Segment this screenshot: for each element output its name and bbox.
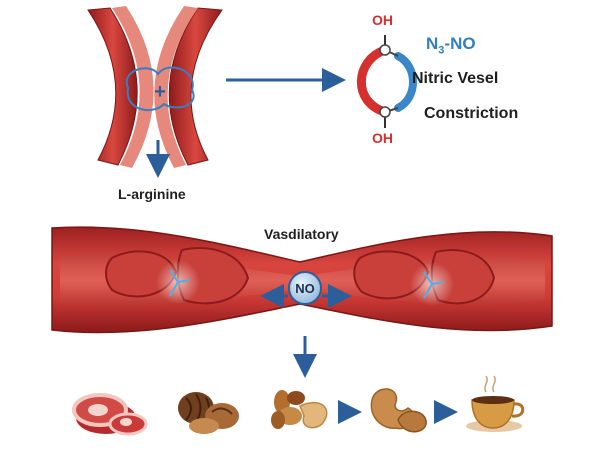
coffee-cup-icon bbox=[466, 375, 525, 432]
nitric-oxide-molecule-icon bbox=[356, 35, 417, 128]
molecule-title-line2: Constriction bbox=[424, 105, 519, 122]
formula-n: N bbox=[426, 34, 439, 53]
formula-subscript: 3 bbox=[438, 44, 445, 57]
oh-bottom-label: OH bbox=[372, 130, 393, 146]
mixed-nuts-icon bbox=[271, 390, 328, 429]
formula-no: -NO bbox=[444, 34, 476, 53]
plus-symbol: + bbox=[154, 81, 166, 103]
vasodilatory-label: Vasdilatory bbox=[264, 226, 339, 242]
vessel-cross-section bbox=[87, 6, 223, 168]
walnut-icon bbox=[178, 392, 239, 434]
l-arginine-label: L-arginine bbox=[118, 186, 186, 202]
cashew-icon bbox=[370, 388, 427, 433]
no-formula: N3-NO bbox=[426, 34, 476, 56]
no-badge-text: NO bbox=[295, 281, 315, 296]
oh-top-label: OH bbox=[372, 12, 393, 28]
meat-steak-icon bbox=[72, 393, 148, 436]
no-badge-circle bbox=[288, 271, 322, 305]
molecule-title-line1: Nitric Vesel bbox=[412, 70, 499, 87]
